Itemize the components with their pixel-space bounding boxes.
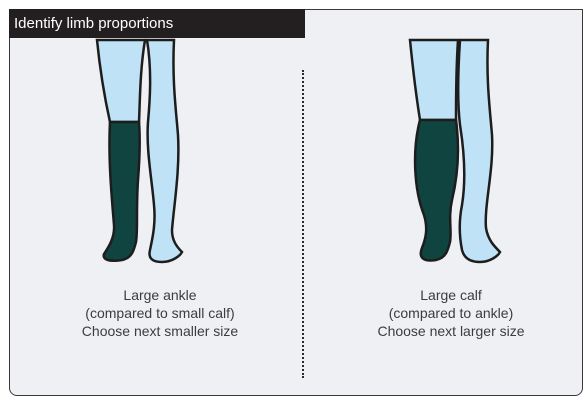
legs-large-ankle-illustration: [97, 40, 182, 262]
left-stocking-dark: [415, 120, 458, 261]
caption-large-ankle: Large ankle (compared to small calf) Cho…: [45, 286, 275, 340]
left-stocking-dark: [104, 122, 140, 261]
caption-line-1: Large calf: [336, 286, 566, 304]
left-thigh-light: [97, 40, 145, 122]
right-leg-light: [458, 40, 500, 262]
legs-large-calf-illustration: [410, 40, 500, 262]
caption-line-3: Choose next larger size: [336, 322, 566, 340]
caption-line-3: Choose next smaller size: [45, 322, 275, 340]
caption-line-2: (compared to ankle): [336, 304, 566, 322]
right-leg-light: [147, 40, 182, 262]
caption-line-2: (compared to small calf): [45, 304, 275, 322]
left-thigh-light: [410, 40, 458, 120]
caption-large-calf: Large calf (compared to ankle) Choose ne…: [336, 286, 566, 340]
caption-line-1: Large ankle: [45, 286, 275, 304]
